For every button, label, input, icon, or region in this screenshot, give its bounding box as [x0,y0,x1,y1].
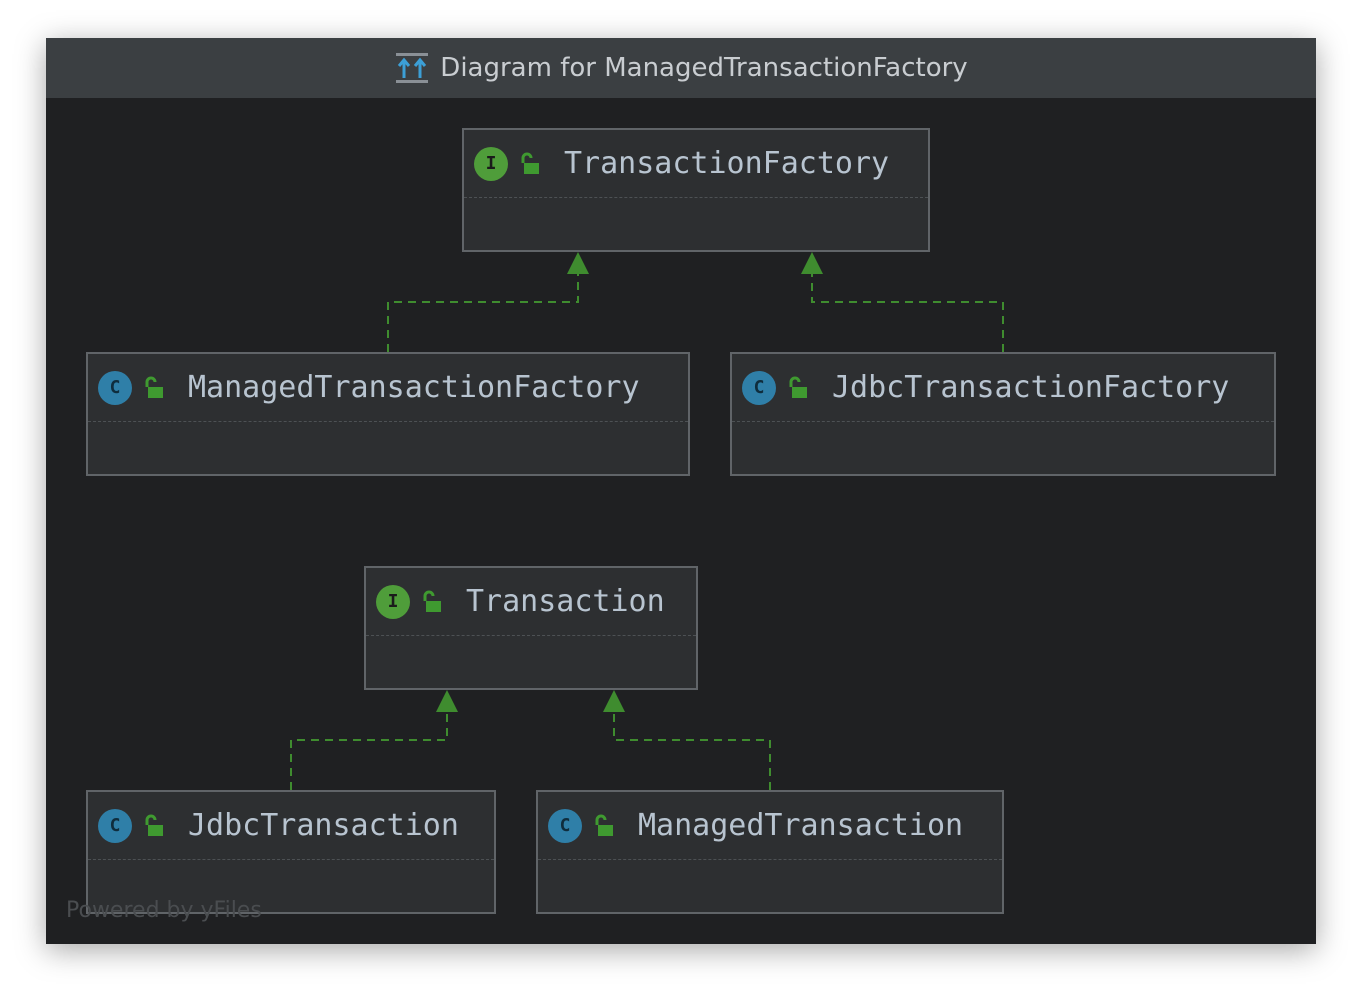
node-header: C ManagedTransaction [538,792,1002,860]
unlocked-padlock-icon [145,814,163,836]
arrowhead-transaction-right [603,690,625,712]
arrowhead-transaction-factory-left [567,252,589,274]
class-name: ManagedTransactionFactory [188,370,640,405]
window-title: Diagram for ManagedTransactionFactory [440,53,968,83]
watermark: Powered by yFiles [66,898,262,923]
edge-managed-factory-to-transaction-factory [387,272,579,352]
edge-jdbc-factory-to-transaction-factory [811,272,1004,352]
class-name: JdbcTransactionFactory [832,370,1230,405]
unlocked-padlock-icon [521,152,539,174]
unlocked-padlock-icon [595,814,613,836]
node-header: C JdbcTransactionFactory [732,354,1274,422]
diagram-icon [396,53,429,83]
node-header: I TransactionFactory [464,130,928,198]
node-transaction-factory[interactable]: I TransactionFactory [462,128,930,252]
node-jdbc-transaction[interactable]: C JdbcTransaction [86,790,496,914]
unlocked-padlock-icon [789,376,807,398]
diagram-window: Diagram for ManagedTransactionFactory I [46,38,1316,944]
node-managed-transaction-factory[interactable]: C ManagedTransactionFactory [86,352,690,476]
node-managed-transaction[interactable]: C ManagedTransaction [536,790,1004,914]
interface-icon: I [474,146,508,181]
inheritance-edges [290,252,1004,790]
class-name: TransactionFactory [564,146,890,181]
unlocked-padlock-icon [423,590,441,612]
class-name: JdbcTransaction [188,808,459,843]
class-icon: C [98,808,132,843]
interface-icon: I [376,584,410,619]
node-transaction[interactable]: I Transaction [364,566,698,690]
edge-jdbc-transaction-to-transaction [290,710,448,790]
diagram-canvas[interactable]: I TransactionFactory C ManagedTransactio… [46,98,1316,944]
edge-managed-transaction-to-transaction [613,710,771,790]
class-icon: C [742,370,776,405]
node-header: C ManagedTransactionFactory [88,354,688,422]
class-icon: C [548,808,582,843]
title-bar: Diagram for ManagedTransactionFactory [46,38,1316,98]
class-name: ManagedTransaction [638,808,964,843]
node-header: I Transaction [366,568,696,636]
node-jdbc-transaction-factory[interactable]: C JdbcTransactionFactory [730,352,1276,476]
arrowhead-transaction-left [436,690,458,712]
arrowhead-transaction-factory-right [801,252,823,274]
node-header: C JdbcTransaction [88,792,494,860]
class-icon: C [98,370,132,405]
class-name: Transaction [466,584,665,619]
unlocked-padlock-icon [145,376,163,398]
